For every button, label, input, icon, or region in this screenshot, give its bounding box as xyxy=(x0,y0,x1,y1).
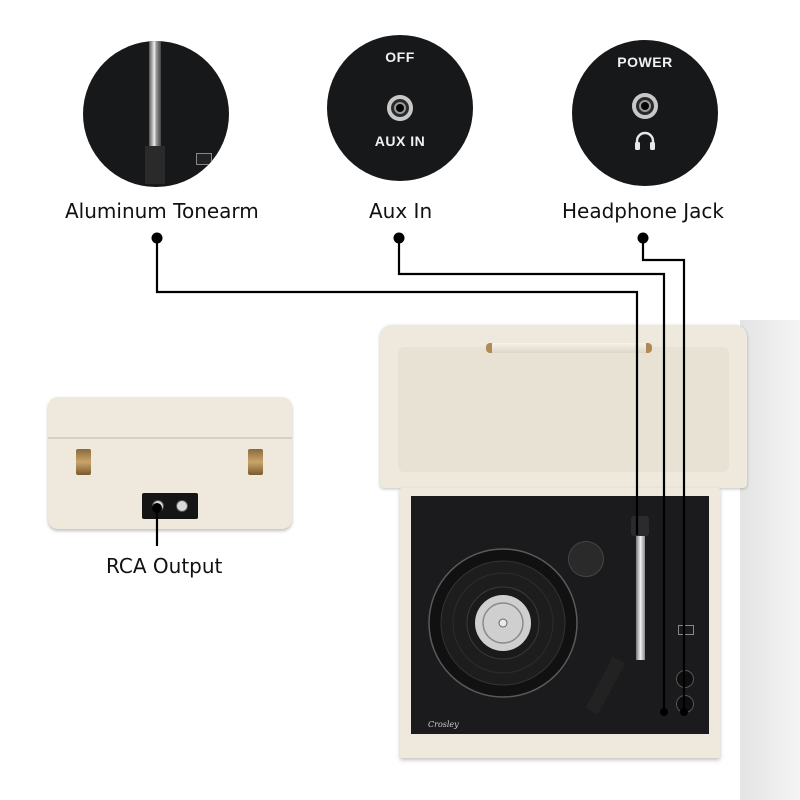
left-latch xyxy=(76,449,91,475)
headphone-jack-label: Headphone Jack xyxy=(562,199,724,223)
case-seam xyxy=(48,437,292,439)
aux-in-text: AUX IN xyxy=(374,133,426,149)
open-lid xyxy=(380,325,747,488)
tonearm-rest xyxy=(631,516,649,536)
off-text: OFF xyxy=(385,49,415,65)
aux-in-detail-photo: OFF AUX IN xyxy=(327,35,473,181)
right-latch xyxy=(248,449,263,475)
aux-leader xyxy=(397,238,666,712)
tonearm-base xyxy=(145,146,165,184)
brand-logo: Crosley xyxy=(428,720,459,729)
headphone-dot xyxy=(637,232,649,244)
rca-jack-right xyxy=(176,500,188,512)
speaker-grill xyxy=(568,541,604,577)
mini-switch xyxy=(196,153,212,165)
lid-handle xyxy=(486,343,652,353)
headphone-target-dot xyxy=(680,708,688,716)
lid-inner xyxy=(398,347,729,472)
aux-dot xyxy=(393,232,405,244)
aux-in-label: Aux In xyxy=(369,199,433,223)
rca-dot xyxy=(152,503,162,513)
aux-target-dot xyxy=(660,708,668,716)
closed-case-back xyxy=(48,397,292,529)
tonearm-arm xyxy=(149,41,161,151)
tonearm-detail-photo xyxy=(83,41,229,187)
deck-tonearm xyxy=(636,520,645,660)
headphone-jack xyxy=(632,93,658,119)
background-shadow xyxy=(740,320,800,800)
headphones-icon xyxy=(635,131,655,150)
power-switch xyxy=(678,625,694,635)
rca-output-label: RCA Output xyxy=(106,554,223,578)
headphone-detail-photo: POWER xyxy=(572,40,718,186)
tonearm-leader xyxy=(155,238,639,535)
aluminum-tonearm-label: Aluminum Tonearm xyxy=(65,199,259,223)
record-platter xyxy=(428,548,578,698)
headphone-leader xyxy=(641,238,686,712)
tonearm-dot xyxy=(151,232,163,244)
aux-jack xyxy=(387,95,413,121)
power-text: POWER xyxy=(617,54,673,70)
